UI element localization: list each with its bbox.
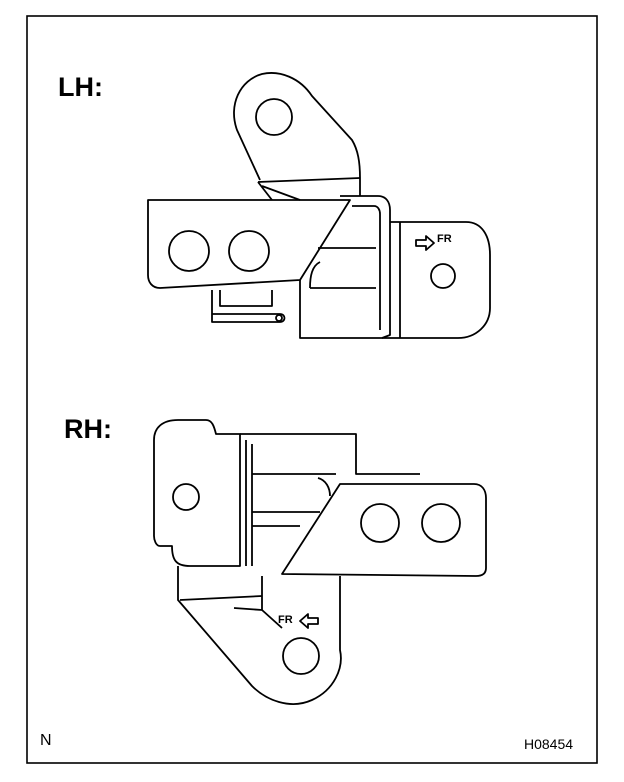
lh-upper-bolt-hole — [255, 98, 293, 136]
lh-bracket — [147, 72, 491, 339]
rh-lower-bolt-hole — [282, 637, 320, 675]
rh-channel-ribs — [252, 473, 336, 527]
lh-flange-hole — [430, 263, 456, 289]
lh-clip-pin — [275, 314, 283, 322]
rh-bolt-hole-1 — [360, 503, 400, 543]
figure-code: H08454 — [524, 736, 574, 752]
rh-fr-arrow-icon — [299, 613, 319, 629]
lh-bolt-hole-2 — [228, 230, 270, 272]
lh-fr-text: FR — [437, 233, 452, 245]
rh-bracket — [153, 419, 487, 705]
corner-mark: N — [40, 732, 52, 749]
lh-ear-fold-line — [257, 177, 361, 183]
lh-ear-gusset — [257, 181, 301, 201]
rh-bolt-hole-2 — [421, 503, 461, 543]
lh-main-plate — [147, 199, 351, 289]
lh-fr-arrow-icon — [415, 235, 435, 251]
lh-bolt-hole-1 — [168, 230, 210, 272]
rh-channel-body — [240, 433, 420, 566]
lh-label: LH: — [58, 72, 103, 102]
lh-upper-ear — [233, 72, 361, 196]
rh-left-plate — [153, 419, 241, 567]
rh-fr-text: FR — [278, 614, 293, 626]
rh-ear-gusset — [233, 576, 283, 629]
lh-channel-rib — [309, 247, 376, 289]
lh-channel-inner — [352, 205, 381, 330]
lh-lower-clip — [211, 290, 286, 323]
rh-left-bolt-hole — [172, 483, 200, 511]
lh-channel-body — [299, 195, 391, 339]
rh-front-plate — [281, 483, 487, 577]
rh-lower-ear — [177, 566, 342, 705]
figure-border — [26, 15, 598, 764]
rh-label: RH: — [64, 414, 112, 444]
lh-right-flange — [382, 221, 491, 339]
rh-ear-fold-line — [179, 595, 263, 601]
